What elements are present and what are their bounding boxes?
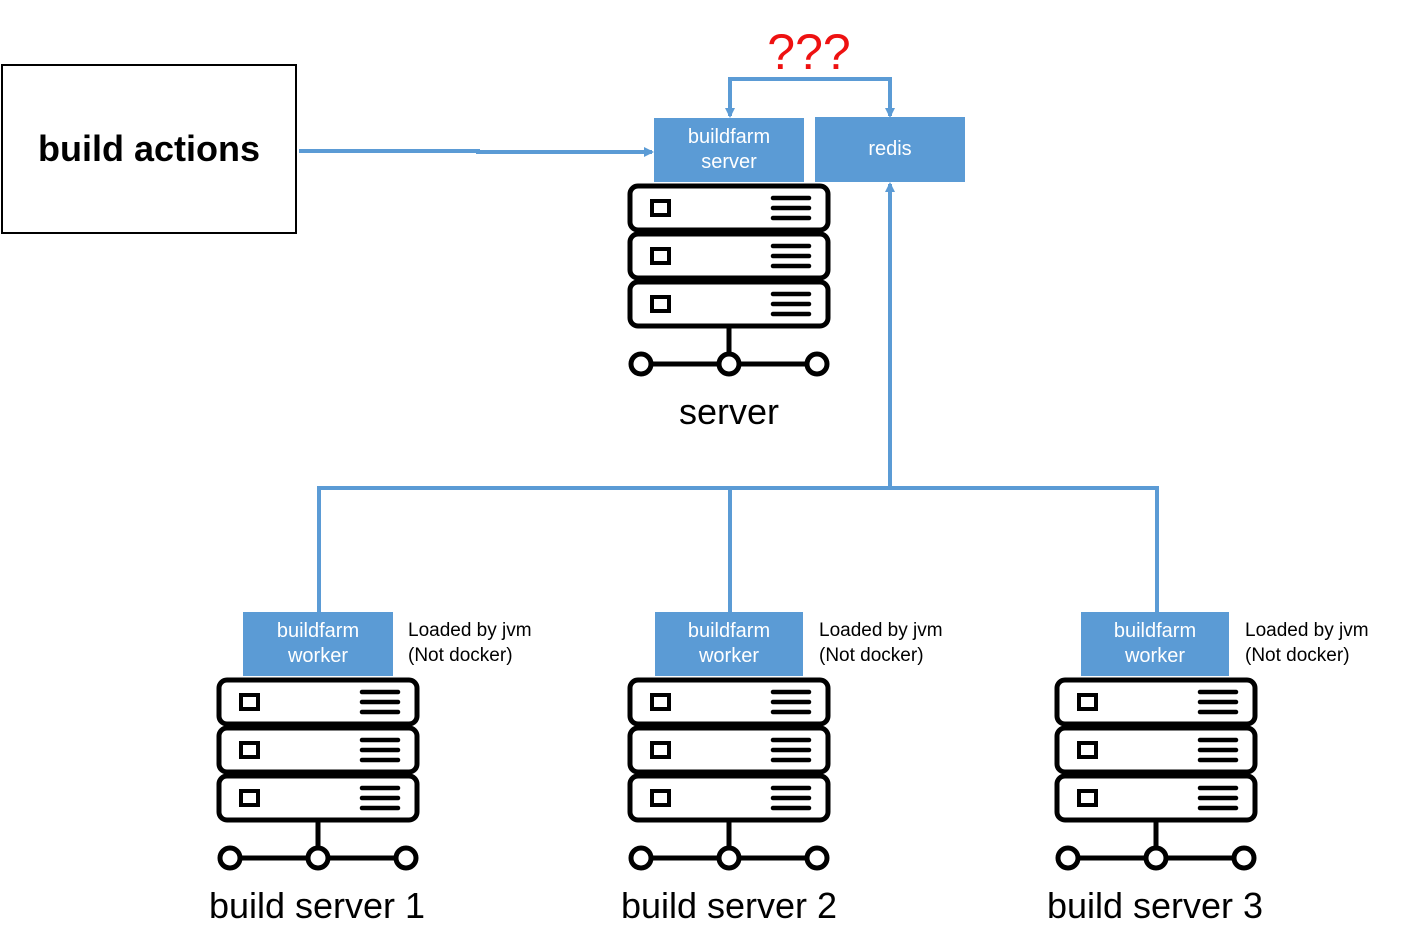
worker-box-2: buildfarm worker bbox=[655, 612, 803, 676]
question-marks: ??? bbox=[767, 24, 851, 80]
worker-box-2-line1: buildfarm bbox=[687, 620, 771, 642]
server-rack-icon bbox=[627, 677, 831, 871]
buildfarm-server-box: buildfarm server bbox=[654, 118, 804, 182]
worker-bus-line bbox=[317, 486, 1159, 612]
build-actions-box: build actions bbox=[1, 64, 297, 234]
server-rack-icon bbox=[1054, 677, 1258, 871]
worker-box-3: buildfarm worker bbox=[1081, 612, 1229, 676]
worker-note-1-line1: Loaded by jvm bbox=[408, 620, 532, 641]
worker-note-2-line2: (Not docker) bbox=[819, 645, 924, 666]
worker-note-2: Loaded by jvm (Not docker) bbox=[819, 618, 979, 668]
worker-note-3-line2: (Not docker) bbox=[1245, 645, 1350, 666]
worker-note-3: Loaded by jvm (Not docker) bbox=[1245, 618, 1402, 668]
buildfarm-server-line2: server bbox=[701, 151, 757, 173]
worker-box-2-line2: worker bbox=[698, 645, 759, 667]
redis-label: redis bbox=[868, 138, 912, 160]
build-server-3-caption: build server 3 bbox=[1046, 885, 1264, 926]
server-caption: server bbox=[678, 391, 780, 432]
worker-box-1-line2: worker bbox=[287, 645, 348, 667]
client-to-server-arrow bbox=[299, 147, 654, 157]
worker-box-3-line2: worker bbox=[1124, 645, 1185, 667]
worker-note-3-line1: Loaded by jvm bbox=[1245, 620, 1369, 641]
worker-note-2-line1: Loaded by jvm bbox=[819, 620, 943, 641]
worker-note-1-line2: (Not docker) bbox=[408, 645, 513, 666]
worker-note-1: Loaded by jvm (Not docker) bbox=[408, 618, 568, 668]
server-rack-icon bbox=[216, 677, 420, 871]
worker-box-1-line1: buildfarm bbox=[276, 620, 360, 642]
worker-box-1: buildfarm worker bbox=[243, 612, 393, 676]
redis-box: redis bbox=[815, 117, 965, 182]
server-redis-loop-arrow bbox=[725, 77, 892, 118]
build-actions-label: build actions bbox=[37, 128, 260, 169]
buildfarm-server-line1: buildfarm bbox=[687, 126, 771, 148]
build-server-2-caption: build server 2 bbox=[620, 885, 838, 926]
worker-box-3-line1: buildfarm bbox=[1113, 620, 1197, 642]
build-server-1-caption: build server 1 bbox=[208, 885, 426, 926]
server-rack-icon bbox=[627, 183, 831, 377]
